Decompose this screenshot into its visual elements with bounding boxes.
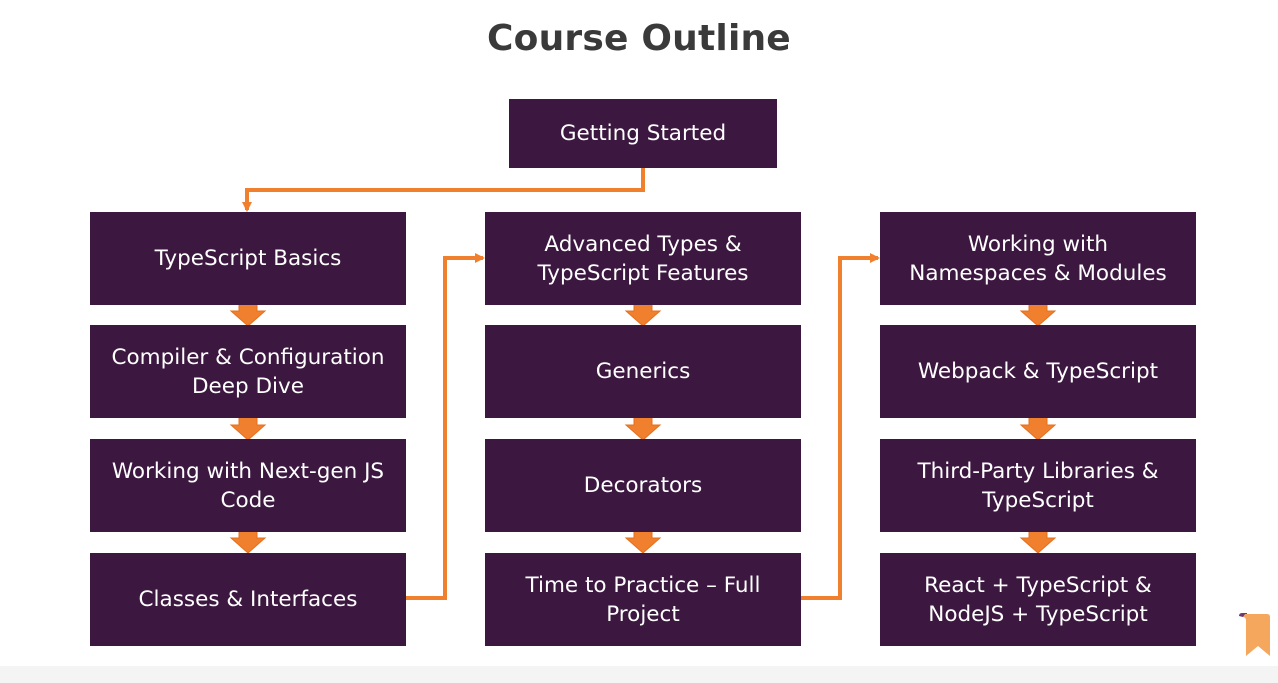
module-box-getting-started: Getting Started (509, 99, 777, 168)
page-title: Course Outline (487, 18, 791, 59)
module-label: Decorators (583, 473, 703, 498)
module-box: Working with Namespaces & Modules (880, 212, 1196, 305)
module-box: Working with Next-gen JS Code (90, 439, 406, 532)
module-label: Getting Started (559, 121, 727, 146)
module-label: Generics (595, 359, 691, 384)
module-label: TypeScript Basics (154, 246, 342, 271)
module-box: Advanced Types & TypeScript Features (485, 212, 801, 305)
module-label: Compiler & Configuration Deep Dive (111, 344, 385, 399)
module-box: Third-Party Libraries & TypeScript (880, 439, 1196, 532)
connector-arrow (406, 253, 485, 600)
module-label: Third-Party Libraries & TypeScript (917, 458, 1159, 513)
module-label: Time to Practice – Full Project (525, 572, 761, 627)
module-label: Working with Namespaces & Modules (909, 231, 1167, 286)
module-box: Compiler & Configuration Deep Dive (90, 325, 406, 418)
bookmark-logo-icon (1239, 613, 1270, 656)
module-box: Generics (485, 325, 801, 418)
module-box: Decorators (485, 439, 801, 532)
connector-arrow (801, 253, 880, 600)
module-label: Webpack & TypeScript (917, 359, 1159, 384)
module-box: Classes & Interfaces (90, 553, 406, 646)
module-box: Webpack & TypeScript (880, 325, 1196, 418)
module-box: React + TypeScript & NodeJS + TypeScript (880, 553, 1196, 646)
module-label: Working with Next-gen JS Code (111, 458, 385, 513)
module-label: React + TypeScript & NodeJS + TypeScript (924, 572, 1152, 627)
connector-arrow (242, 168, 645, 212)
slide: Course Outline Getting Started TypeScrip… (0, 0, 1278, 666)
module-box: Time to Practice – Full Project (485, 553, 801, 646)
module-box: TypeScript Basics (90, 212, 406, 305)
module-label: Classes & Interfaces (138, 587, 358, 612)
module-label: Advanced Types & TypeScript Features (537, 231, 749, 286)
